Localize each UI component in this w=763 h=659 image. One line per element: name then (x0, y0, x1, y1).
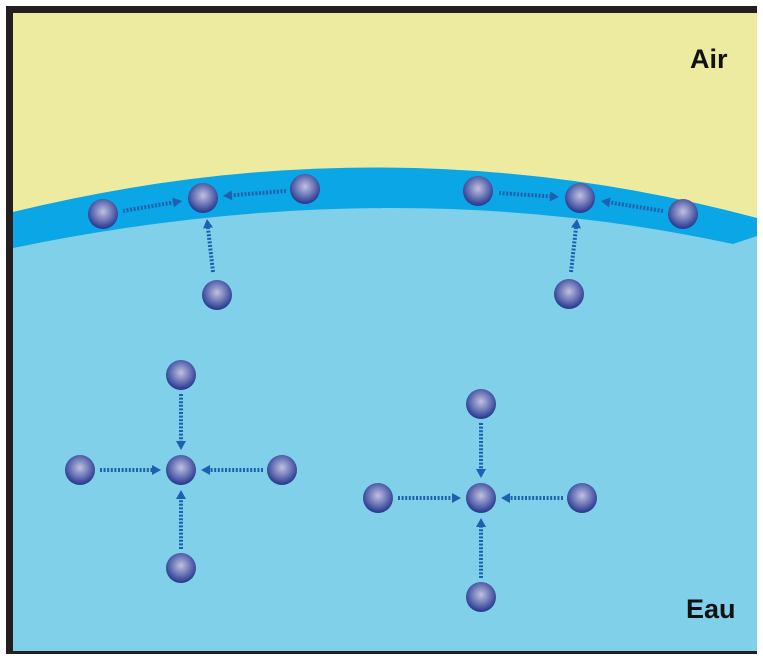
bulk-molecule (567, 483, 597, 513)
bulk-molecule (65, 455, 95, 485)
surface-molecule (463, 176, 493, 206)
bulk-molecule (554, 279, 584, 309)
bulk-molecule (202, 280, 232, 310)
attraction-arrow (398, 493, 461, 503)
bulk-molecule (267, 455, 297, 485)
bulk-molecule (363, 483, 393, 513)
attraction-arrow (498, 191, 559, 202)
bulk-molecule (166, 360, 196, 390)
attraction-arrow (569, 219, 581, 273)
bulk-molecule-center (166, 455, 196, 485)
attraction-arrow (176, 394, 186, 450)
bulk-molecule-center (466, 483, 496, 513)
attraction-arrow (100, 465, 161, 475)
attraction-arrow (176, 490, 186, 549)
bulk-molecule (466, 582, 496, 612)
attraction-arrows (100, 189, 664, 578)
water-label: Eau (686, 594, 736, 624)
attraction-arrow (476, 518, 486, 578)
bulk-molecule (166, 553, 196, 583)
attraction-arrow (601, 197, 664, 213)
surface-molecule (668, 199, 698, 229)
surface-molecule (290, 174, 320, 204)
air-label: Air (690, 44, 728, 74)
attraction-arrow (203, 219, 215, 273)
air-region (13, 13, 757, 218)
attraction-arrow (501, 493, 563, 503)
surface-molecule-center (565, 183, 595, 213)
bulk-molecule (466, 389, 496, 419)
surface-molecule-center (188, 183, 218, 213)
attraction-arrow (201, 465, 263, 475)
surface-molecule (88, 199, 118, 229)
attraction-arrow (122, 197, 182, 213)
molecules (65, 174, 698, 612)
attraction-arrow (223, 189, 287, 201)
attraction-arrow (476, 423, 486, 478)
